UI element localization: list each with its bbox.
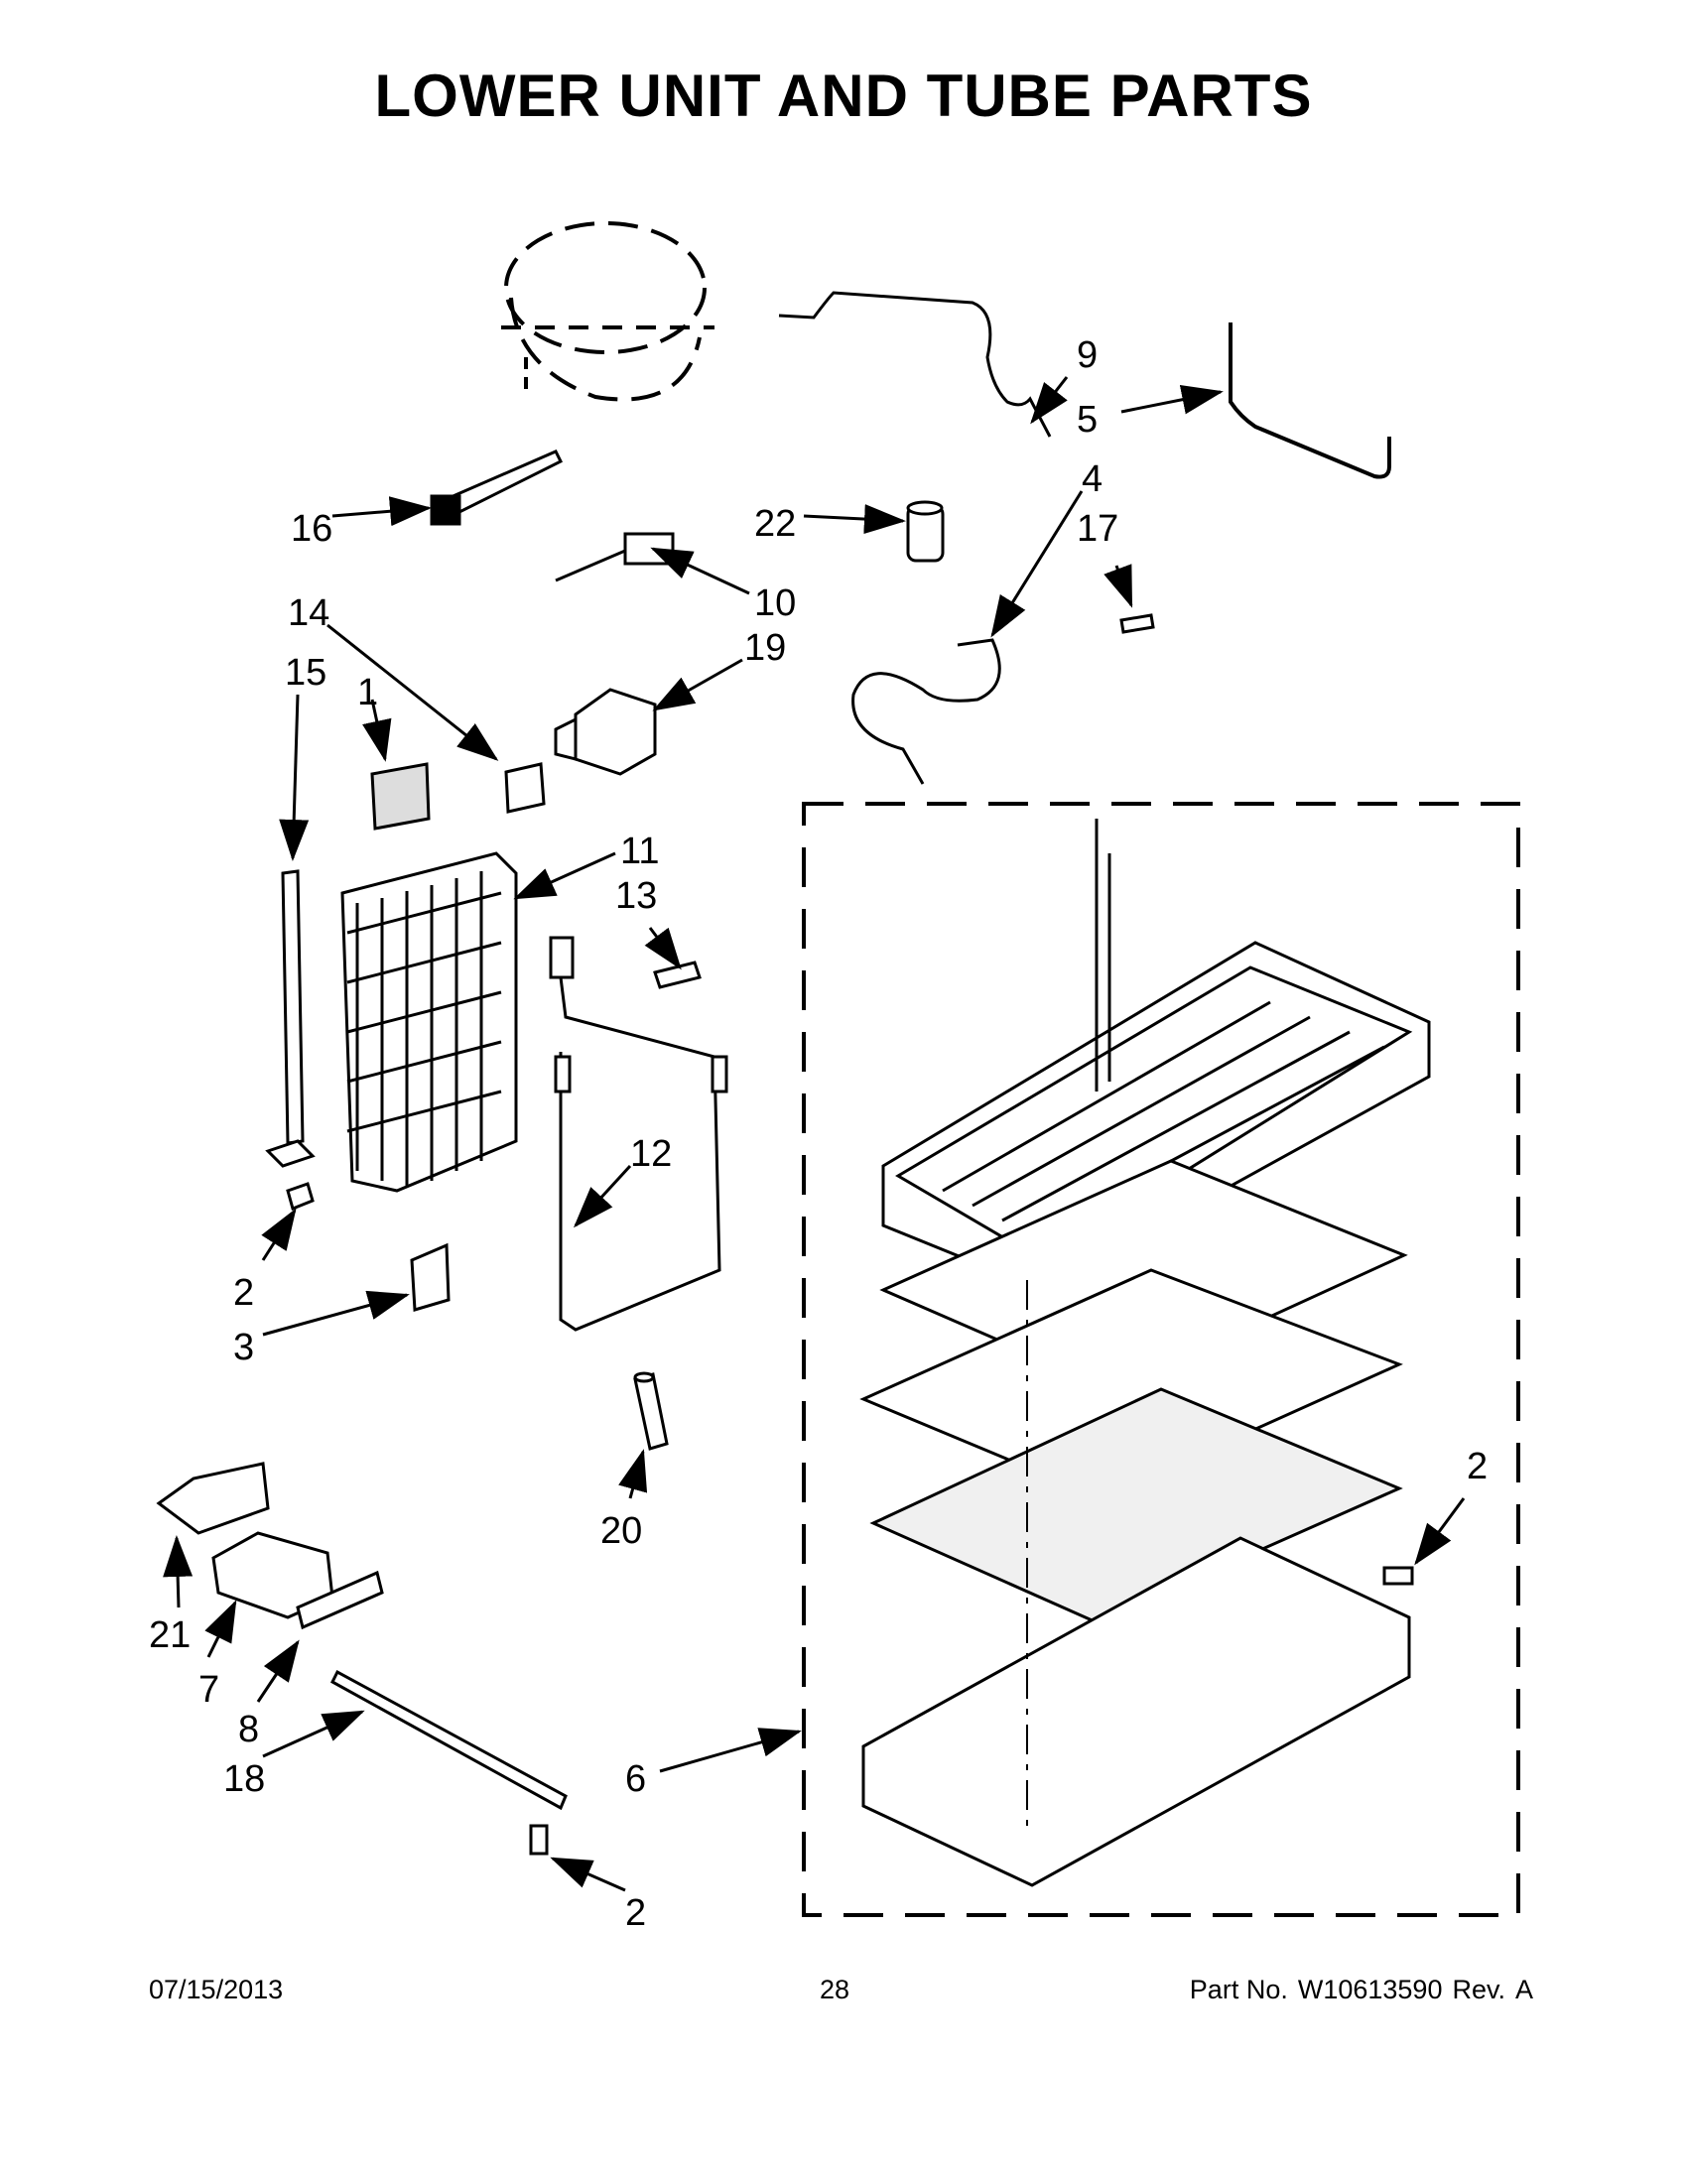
thermistor-part (555, 532, 675, 582)
insulation-sheet-3 (869, 1387, 1403, 1624)
callout-3: 3 (233, 1327, 254, 1368)
footer-page-number: 28 (820, 1975, 850, 2004)
callout-4: 4 (1082, 458, 1103, 500)
callout-7: 7 (198, 1669, 219, 1711)
condenser-part (340, 851, 518, 1193)
callout-19: 19 (744, 627, 786, 669)
callout-labels: 16 22 9 5 4 17 10 19 14 1 15 11 13 12 2 … (149, 334, 1488, 1934)
screw-part (286, 1182, 315, 1212)
leader-lines (163, 376, 1466, 1892)
cap-part (906, 500, 945, 563)
cover-21-part (156, 1462, 270, 1535)
harness-part (549, 936, 728, 1332)
callout-20: 20 (600, 1510, 642, 1552)
compressor-part (501, 221, 714, 402)
tube-5-part (1229, 322, 1391, 479)
callout-15: 15 (285, 652, 326, 694)
callout-14: 14 (288, 592, 329, 634)
page-title: LOWER UNIT AND TUBE PARTS (374, 63, 1313, 129)
clip-part (1119, 613, 1155, 634)
screw-right-part (1382, 1566, 1414, 1586)
drain-pan-assembly-box (802, 802, 1520, 1917)
callout-11: 11 (620, 831, 659, 872)
callout-8: 8 (238, 1709, 259, 1750)
gasket-part (370, 762, 431, 831)
callout-22: 22 (754, 503, 796, 545)
drain-tubes-part (1095, 819, 1111, 1092)
rev-label: Rev. (1452, 1975, 1505, 2004)
plate-14-part (504, 762, 546, 814)
callout-16: 16 (291, 508, 332, 550)
part-label: Part No. (1189, 1975, 1288, 2004)
tube-20-part (633, 1371, 669, 1451)
callout-2-right: 2 (1467, 1446, 1488, 1487)
base-tray-part (861, 1536, 1411, 1887)
part-number: W10613590 (1297, 1975, 1443, 2004)
footer-date: 07/15/2013 (149, 1975, 284, 2004)
screw-bottom-part (529, 1824, 549, 1856)
callout-1: 1 (357, 672, 378, 713)
callout-17: 17 (1077, 508, 1118, 550)
callout-2-bottom: 2 (625, 1892, 646, 1934)
bracket-15-part (265, 869, 316, 1168)
callout-21: 21 (149, 1614, 191, 1656)
cover-8-part (296, 1570, 384, 1630)
footer-part-info: Part No. W10613590 Rev. A (1180, 1975, 1533, 2005)
clip-3-part (410, 1242, 451, 1312)
drain-pan-part (881, 941, 1431, 1292)
callout-12: 12 (630, 1133, 672, 1175)
tube-4-part (851, 638, 1001, 785)
bracket-19-part (554, 688, 657, 776)
callout-2-upper: 2 (233, 1272, 254, 1314)
rev-value: A (1514, 1975, 1533, 2004)
tube-9-part (778, 291, 1052, 438)
callout-5: 5 (1077, 399, 1098, 441)
cable-tie-part (430, 450, 564, 526)
callout-13: 13 (615, 875, 657, 917)
callout-9: 9 (1077, 334, 1098, 376)
callout-10: 10 (754, 582, 796, 624)
callout-18: 18 (223, 1758, 265, 1800)
callout-6: 6 (625, 1758, 646, 1800)
rail-part (330, 1669, 568, 1811)
